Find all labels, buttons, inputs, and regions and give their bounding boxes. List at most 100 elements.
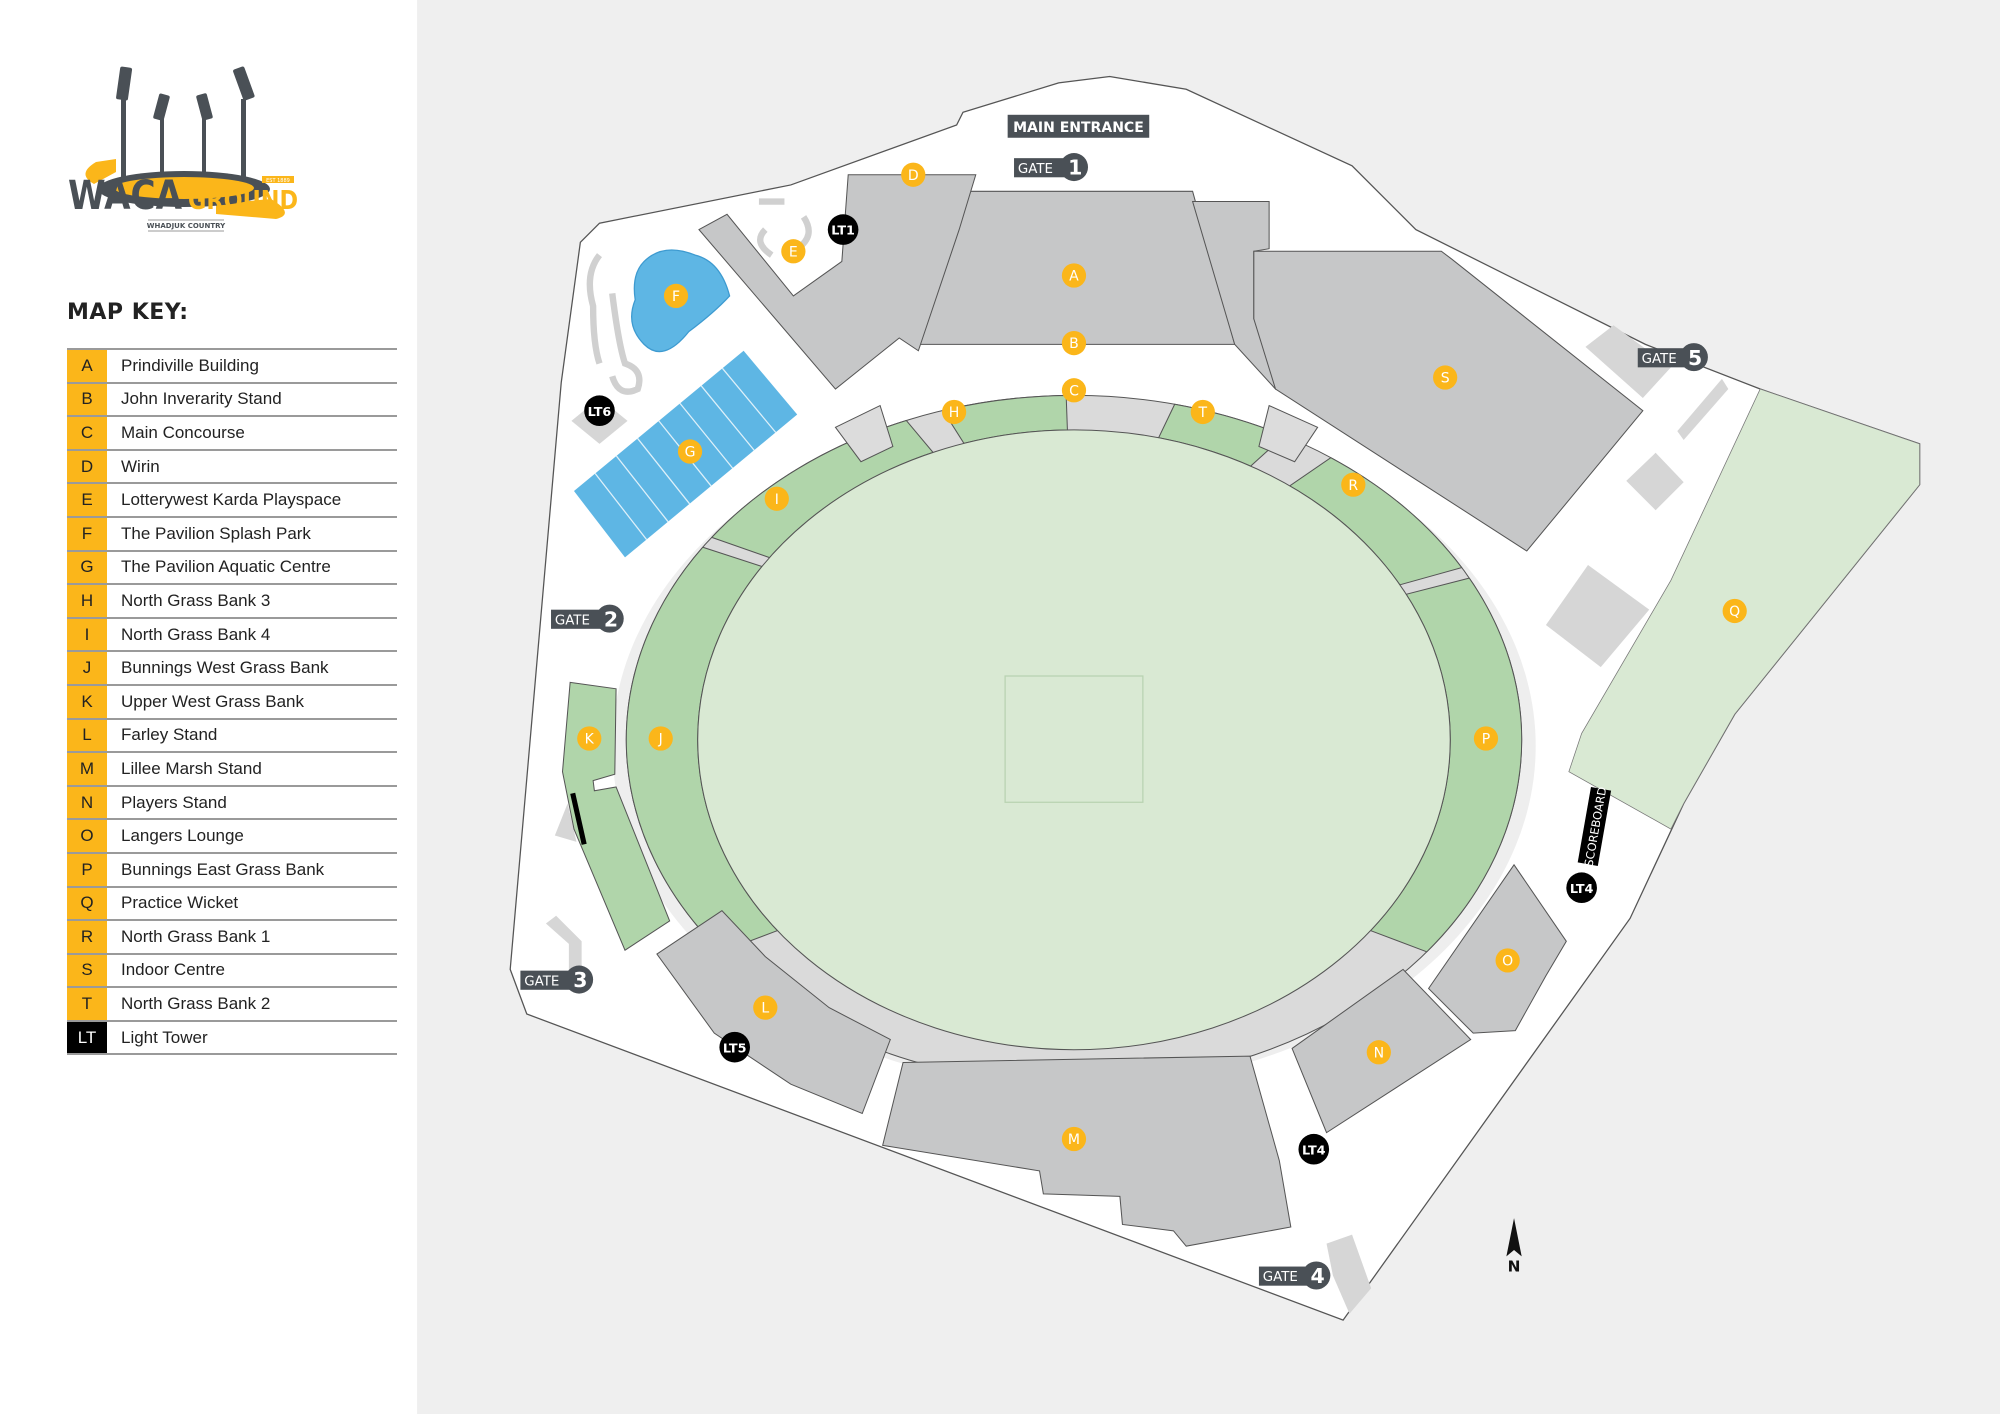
legend-key: M [67,753,107,785]
area-marker-l[interactable]: L [753,995,778,1020]
area-marker-a[interactable]: A [1061,263,1087,288]
legend-label: The Pavilion Splash Park [121,523,311,543]
gate-3: GATE 3 [520,965,594,994]
area-marker-b[interactable]: B [1061,330,1087,356]
legend-key: F [67,517,107,550]
legend-label: John Inverarity Stand [121,389,282,409]
area-marker-g[interactable]: G [677,439,703,464]
legend-label: Lillee Marsh Stand [121,758,262,778]
marker-label: B [1069,336,1079,352]
area-marker-c[interactable]: C [1061,378,1087,403]
marker-label: T [1198,405,1208,421]
marker-label: H [949,405,960,421]
pitch-square [1004,675,1144,803]
area-marker-j[interactable]: J [648,726,673,751]
gate-word: GATE [555,613,590,628]
main-entrance-sign: MAIN ENTRANCE [1007,114,1150,138]
light-tower-marker[interactable]: LT4 [1298,1133,1330,1165]
area-marker-o[interactable]: O [1495,948,1520,973]
area-marker-f[interactable]: F [663,283,689,309]
area-marker-i[interactable]: I [764,486,789,511]
marker-label: J [658,732,663,748]
legend-row: M Lillee Marsh Stand [67,751,397,785]
legend-label: Practice Wicket [121,893,239,913]
main-entrance-label: MAIN ENTRANCE [1013,120,1144,136]
legend-key: C [67,417,107,449]
legend-label: Lotterywest Karda Playspace [121,490,342,510]
legend-label: Upper West Grass Bank [121,691,304,711]
area-marker-p[interactable]: P [1473,726,1499,751]
legend-label: The Pavilion Aquatic Centre [121,557,331,577]
building-indoor-centre [1253,250,1644,552]
marker-label: LT4 [1570,882,1594,897]
building-small-nw [834,404,894,463]
marker-label: LT1 [831,224,855,239]
waca-ground-logo: WACA GROUND EST 1889 WHADJUK COUNTRY [68,66,298,232]
legend-label: Indoor Centre [121,960,225,980]
legend-key: P [67,853,107,886]
gate-number: 3 [573,968,587,992]
marker-label: K [585,732,595,748]
marker-label: P [1482,732,1490,748]
light-tower-marker[interactable]: LT1 [827,214,859,245]
legend-key: L [67,719,107,752]
legend-key: A [67,350,107,382]
logo-ground: GROUND [188,186,298,216]
marker-label: N [1374,1045,1384,1061]
light-tower-marker[interactable]: LT5 [719,1031,750,1063]
map-key-title: MAP KEY: [67,300,189,325]
legend-row: H North Grass Bank 3 [67,583,397,617]
area-marker-t[interactable]: T [1190,399,1215,425]
legend-key: E [67,484,107,516]
marker-label: E [789,244,798,260]
north-arrow-icon: N [1506,1218,1522,1276]
gate-number: 1 [1068,156,1082,180]
legend-label: Players Stand [121,792,227,812]
area-marker-n[interactable]: N [1366,1040,1391,1065]
legend-label: North Grass Bank 3 [121,590,271,610]
light-tower-marker[interactable]: LT4 [1566,872,1597,904]
legend-key: LT [67,1021,107,1054]
legend-label: North Grass Bank 2 [121,994,271,1014]
area-marker-q[interactable]: Q [1722,598,1747,624]
legend-key: S [67,954,107,987]
marker-label: LT5 [723,1041,747,1056]
area-marker-m[interactable]: M [1061,1126,1087,1152]
marker-label: R [1348,478,1358,494]
area-marker-e[interactable]: E [781,239,806,264]
legend-row: E Lotterywest Karda Playspace [67,482,397,516]
area-marker-r[interactable]: R [1341,472,1366,497]
legend-label: North Grass Bank 4 [121,624,271,644]
legend-key: H [67,585,107,617]
area-marker-k[interactable]: K [577,726,602,751]
legend-key: O [67,820,107,852]
legend-key: I [67,618,107,651]
gate-word: GATE [524,974,559,989]
marker-label: LT4 [1302,1143,1326,1158]
building-small-ne [1258,404,1319,463]
marker-label: A [1069,269,1079,285]
legend-key: K [67,685,107,718]
logo-est: EST 1889 [266,178,290,184]
logo-waca: WACA [68,173,182,219]
gate-word: GATE [1018,162,1053,177]
legend-key: R [67,921,107,953]
area-marker-h[interactable]: H [941,399,967,425]
legend-key: J [67,652,107,684]
marker-label: I [775,492,779,508]
area-marker-s[interactable]: S [1433,365,1458,390]
marker-label: LT6 [588,405,612,420]
area-marker-d[interactable]: D [901,162,926,187]
playing-field [697,429,1451,1051]
legend-row: K Upper West Grass Bank [67,683,397,718]
light-tower-marker[interactable]: LT6 [584,395,615,427]
